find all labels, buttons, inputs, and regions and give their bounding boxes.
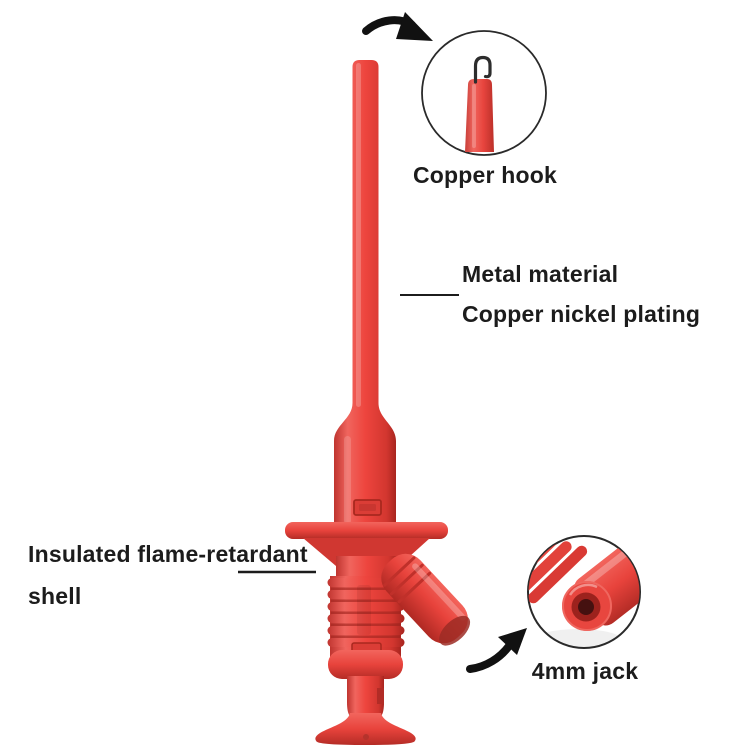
copper-hook-label: Copper hook bbox=[412, 162, 558, 188]
barrel-highlight bbox=[344, 436, 351, 524]
side-jack-socket bbox=[381, 553, 471, 646]
insulated-shell-line2: shell bbox=[28, 583, 82, 609]
curved-arrow-top-icon bbox=[362, 12, 433, 41]
probe-tip-rod bbox=[334, 60, 396, 526]
metal-material-line2: Copper nickel plating bbox=[462, 301, 701, 327]
insulated-shell-line1: Insulated flame-retardant bbox=[28, 541, 308, 567]
trumpet-base bbox=[315, 713, 416, 745]
metal-material-label: Metal material Copper nickel plating bbox=[462, 254, 700, 334]
magnified-socket-face bbox=[562, 581, 612, 631]
metal-material-line1: Metal material bbox=[462, 261, 619, 287]
flange-disc bbox=[285, 522, 448, 539]
insulated-shell-label: Insulated flame-retardant shell bbox=[28, 533, 308, 617]
magnified-probe-tip bbox=[465, 79, 494, 152]
jack-label: 4mm jack bbox=[531, 658, 639, 684]
curved-arrow-bottom-icon bbox=[466, 628, 527, 673]
rod-highlight bbox=[356, 63, 361, 407]
test-hook-probe bbox=[285, 60, 471, 745]
copper-hook-callout-circle bbox=[421, 30, 547, 156]
bulge-ring bbox=[328, 650, 403, 679]
copper-hook-wire bbox=[473, 55, 492, 84]
plunger-shaft bbox=[347, 676, 384, 716]
